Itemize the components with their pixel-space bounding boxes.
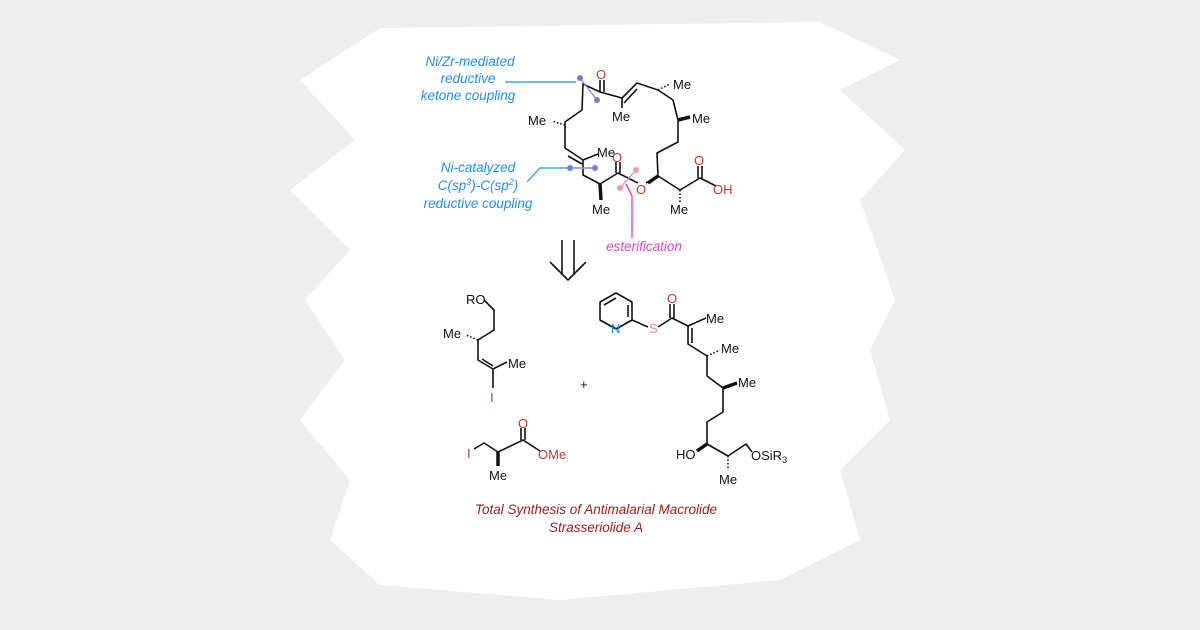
vinyl-iodide-fragment: RO Me Me I [443, 292, 526, 405]
ketone-oxygen: O [596, 67, 606, 82]
ketone-coupling-label: ketone coupling [421, 88, 516, 103]
methyl-label: Me [692, 111, 710, 126]
ome-label: OMe [538, 447, 566, 462]
acid-oxygen: O [694, 153, 704, 168]
plus-sign: + [580, 377, 588, 392]
methyl-label: Me [721, 341, 739, 356]
methyl-label: Me [706, 311, 724, 326]
hydroxyl-label: OH [713, 182, 733, 197]
hydroxyl-label: HO [676, 447, 696, 462]
methyl-label: Me [508, 356, 526, 371]
methyl-label: Me [528, 113, 546, 128]
ketone-coupling-label: Ni/Zr-mediated [425, 54, 515, 69]
esterification-label: esterification [606, 239, 682, 254]
diagram-subtitle: Strasseriolide A [549, 520, 643, 535]
iodo-ester-fragment: I O OMe Me [467, 416, 566, 483]
methyl-label: Me [719, 472, 737, 487]
methyl-label: Me [673, 77, 691, 92]
pyridine-nitrogen: N [611, 321, 620, 336]
carbonyl-oxygen: O [667, 291, 677, 306]
sp3-sp2-coupling-label: Ni-catalyzed [441, 160, 516, 175]
methyl-label: Me [738, 375, 756, 390]
iodine-label: I [490, 390, 494, 405]
iodine-label: I [467, 446, 471, 461]
ester-oxygen: O [636, 182, 646, 197]
methyl-label: Me [612, 109, 630, 124]
sp3-sp2-coupling-label: C(sp3)-C(sp2) [438, 177, 519, 193]
macrocycle-structure: O Me Me Me Me Me O O Me O OH Me [528, 67, 733, 217]
retrosynthesis-arrow-icon [549, 240, 587, 281]
thioester-fragment: N S O Me Me Me HO Me OSiR3 [599, 291, 787, 487]
disconnection-markers [505, 75, 639, 238]
methyl-label: Me [443, 326, 461, 341]
diagram-title: Total Synthesis of Antimalarial Macrolid… [475, 502, 717, 517]
carbonyl-oxygen: O [518, 416, 528, 431]
silyl-ether-label: OSiR3 [751, 448, 787, 465]
methyl-label: Me [670, 202, 688, 217]
ketone-coupling-label: reductive [441, 71, 496, 86]
methyl-label: Me [592, 202, 610, 217]
methyl-label: Me [489, 468, 507, 483]
brush-background [290, 22, 905, 600]
sp3-sp2-coupling-label: reductive coupling [424, 196, 533, 211]
sulfur-label: S [649, 321, 658, 336]
ester-carbonyl-oxygen: O [612, 150, 622, 165]
methyl-label: Me [597, 145, 615, 160]
ro-label: RO [466, 292, 486, 307]
